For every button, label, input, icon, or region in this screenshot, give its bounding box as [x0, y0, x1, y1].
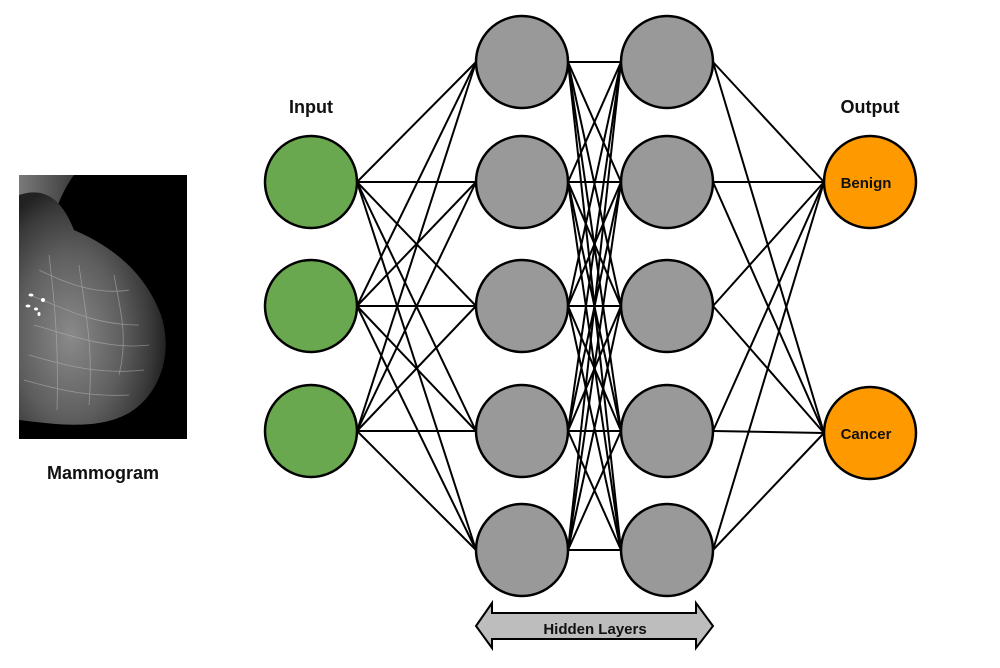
- edge-input-2-to-hidden-1-5: [356, 305, 477, 551]
- edge-hidden-1-2-to-hidden-2-1: [567, 61, 622, 183]
- mammogram-caption: Mammogram: [46, 463, 160, 483]
- node-circle: [474, 14, 570, 110]
- edge-hidden-1-5-to-hidden-2-4: [567, 430, 622, 551]
- node-hidden-1-1: [474, 14, 570, 110]
- output-layer-label: Output: [841, 97, 900, 117]
- node-circle: [619, 258, 715, 354]
- edge-input-2-to-hidden-1-1: [356, 61, 477, 307]
- edge-input-3-to-hidden-1-5: [356, 430, 477, 551]
- hidden-layers-label: Hidden Layers: [543, 621, 646, 638]
- node-input-1: [263, 134, 359, 230]
- node-hidden-2-3: [619, 258, 715, 354]
- edge-hidden-2-1-to-output-2: [712, 61, 825, 434]
- edge-input-1-to-hidden-1-5: [356, 181, 477, 551]
- node-input-2: [263, 258, 359, 354]
- node-circle: [474, 383, 570, 479]
- output-node-label: Benign: [841, 175, 892, 192]
- node-hidden-2-1: [619, 14, 715, 110]
- edge-hidden-2-4-to-output-2: [712, 430, 825, 434]
- node-input-3: [263, 383, 359, 479]
- node-circle: [263, 383, 359, 479]
- connections: [356, 61, 825, 551]
- node-hidden-1-5: [474, 502, 570, 598]
- node-circle: [822, 385, 918, 481]
- edge-hidden-2-3-to-output-2: [712, 305, 825, 434]
- hidden-layers-arrow: Hidden Layers: [474, 599, 715, 652]
- node-circle: [474, 258, 570, 354]
- output-node-label: Cancer: [841, 426, 892, 443]
- edge-hidden-2-5-to-output-1: [712, 181, 825, 551]
- edge-input-3-to-hidden-1-3: [356, 305, 477, 432]
- edge-hidden-1-5-to-hidden-2-1: [567, 61, 622, 551]
- edge-hidden-1-5-to-hidden-2-2: [567, 181, 622, 551]
- node-hidden-1-4: [474, 383, 570, 479]
- node-circle: [619, 502, 715, 598]
- double-arrow-icon: [474, 599, 715, 652]
- node-circle: [263, 134, 359, 230]
- edge-hidden-1-4-to-hidden-2-1: [567, 61, 622, 432]
- edge-hidden-2-1-to-output-1: [712, 61, 825, 183]
- node-output-2: Cancer: [822, 385, 918, 481]
- node-circle: [619, 134, 715, 230]
- edge-hidden-2-3-to-output-1: [712, 181, 825, 307]
- node-circle: [619, 383, 715, 479]
- node-hidden-2-2: [619, 134, 715, 230]
- edge-input-3-to-hidden-1-1: [356, 61, 477, 432]
- edge-hidden-2-4-to-output-1: [712, 181, 825, 432]
- node-circle: [474, 134, 570, 230]
- input-layer-label: Input: [289, 97, 333, 117]
- edge-hidden-1-5-to-hidden-2-3: [567, 305, 622, 551]
- node-hidden-2-5: [619, 502, 715, 598]
- edge-input-3-to-hidden-1-2: [356, 181, 477, 432]
- node-hidden-1-3: [474, 258, 570, 354]
- node-circle: [263, 258, 359, 354]
- node-output-1: Benign: [822, 134, 918, 230]
- node-circle: [619, 14, 715, 110]
- node-circle: [474, 502, 570, 598]
- edge-hidden-2-5-to-output-2: [712, 432, 825, 551]
- edge-input-1-to-hidden-1-1: [356, 61, 477, 183]
- node-circle: [822, 134, 918, 230]
- edge-hidden-1-3-to-hidden-2-1: [567, 61, 622, 307]
- mammogram-image: [19, 175, 187, 439]
- node-hidden-2-4: [619, 383, 715, 479]
- node-hidden-1-2: [474, 134, 570, 230]
